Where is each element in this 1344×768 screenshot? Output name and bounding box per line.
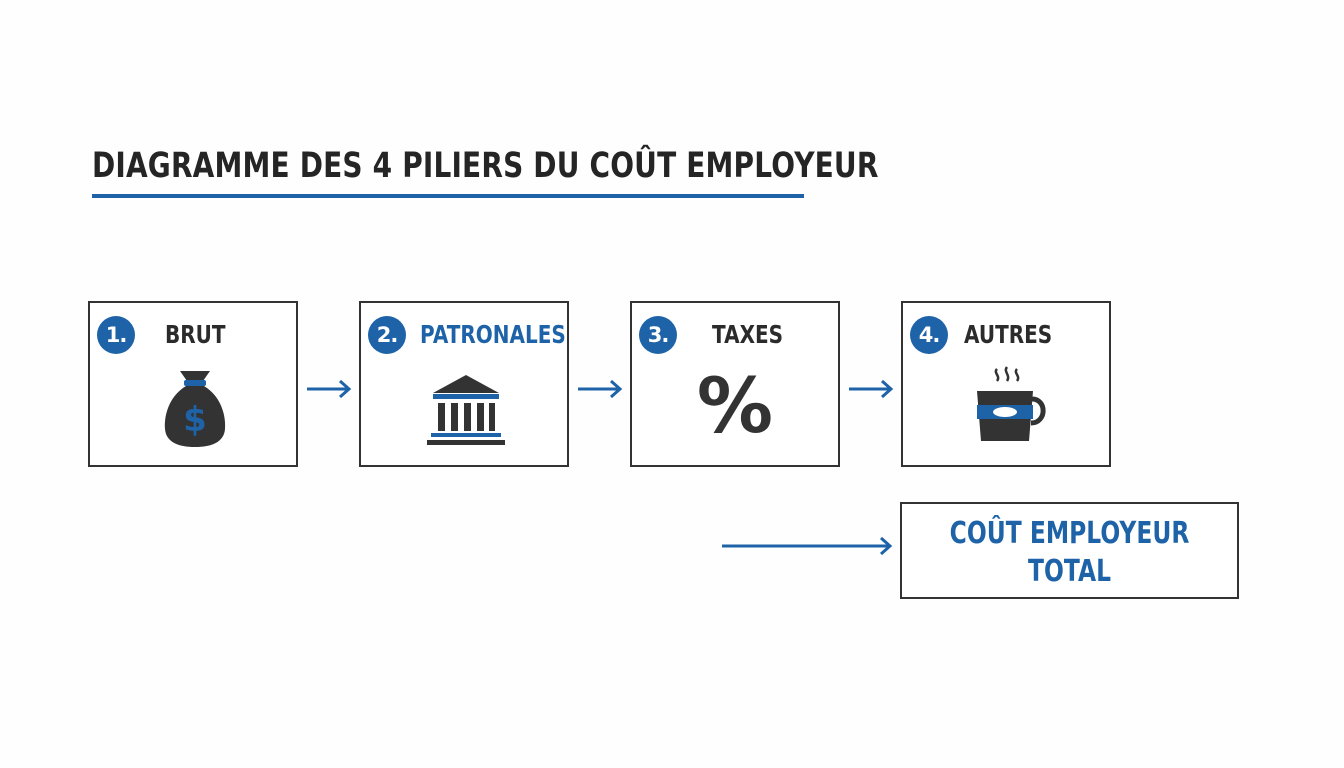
pillar-box-patronales: 2. PATRONALES <box>359 301 569 467</box>
pillar-box-brut: 1. BRUT $ <box>88 301 298 467</box>
arrow-right-icon <box>849 379 894 399</box>
svg-text:$: $ <box>183 400 207 440</box>
pillar-box-taxes: 3. TAXES % <box>630 301 840 467</box>
pillar-label: PATRONALES <box>420 320 566 349</box>
pillar-number-badge: 2. <box>368 316 406 354</box>
money-bag-icon: $ <box>164 371 226 447</box>
arrow-right-icon <box>307 379 352 399</box>
total-label-line2: TOTAL <box>1027 554 1112 589</box>
pillar-label: TAXES <box>712 320 784 349</box>
pillar-label: BRUT <box>165 320 226 349</box>
percent-icon: % <box>696 361 774 450</box>
arrow-right-icon <box>578 379 623 399</box>
pillar-label: AUTRES <box>964 320 1053 349</box>
bank-building-icon <box>427 375 505 445</box>
coffee-cup-icon <box>977 366 1046 441</box>
total-cost-box: COÛT EMPLOYEUR TOTAL <box>900 502 1239 599</box>
total-label-line1: COÛT EMPLOYEUR <box>949 516 1190 551</box>
arrow-to-total-icon <box>722 536 893 556</box>
diagram-title: DIAGRAMME DES 4 PILIERS DU COÛT EMPLOYEU… <box>92 146 879 186</box>
pillar-number-badge: 4. <box>910 316 948 354</box>
title-underline <box>92 194 804 198</box>
pillar-number-badge: 1. <box>97 316 135 354</box>
pillar-box-autres: 4. AUTRES <box>901 301 1111 467</box>
pillar-number-badge: 3. <box>639 316 677 354</box>
